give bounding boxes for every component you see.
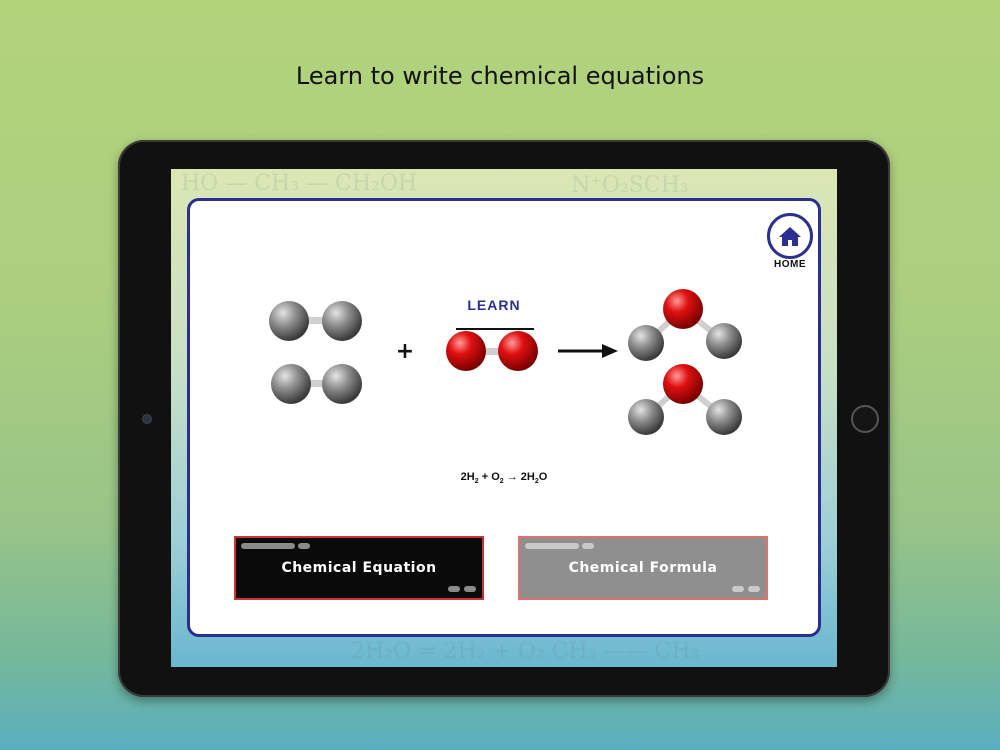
tablet-camera <box>142 414 152 424</box>
decorative-bar <box>241 543 295 549</box>
reaction-illustration: + <box>269 289 742 435</box>
tablet-frame: HO — CH₃ — CH₂OH N⁺O₂SCH₃ 2H₂O ⇌ 2H₂ + O… <box>118 140 890 697</box>
decorative-bar <box>748 586 760 592</box>
home-button[interactable] <box>767 213 813 259</box>
decorative-bar <box>448 586 460 592</box>
decorative-bar <box>582 543 594 549</box>
section-title: LEARN <box>467 297 521 313</box>
water-molecule <box>628 289 742 361</box>
chemical-formula-button[interactable]: Chemical Formula <box>518 536 768 600</box>
decorative-bar <box>732 586 744 592</box>
title-underline <box>456 328 534 330</box>
water-molecule <box>628 364 742 435</box>
right-arrow-icon <box>558 344 618 358</box>
chemical-formula-label: Chemical Formula <box>568 560 718 576</box>
hydrogen-molecule <box>271 364 362 404</box>
background-decoration: N⁺O₂SCH₃ <box>571 173 689 198</box>
plus-sign: + <box>396 339 414 364</box>
tablet-home-hardware-button <box>851 405 879 433</box>
chemical-equation-button[interactable]: Chemical Equation <box>234 536 484 600</box>
headline: Learn to write chemical equations <box>295 62 705 90</box>
oxygen-molecule <box>446 331 538 371</box>
home-label: HOME <box>774 259 806 270</box>
background-decoration: HO — CH₃ — CH₂OH <box>181 171 418 196</box>
home-icon <box>779 227 801 246</box>
learn-panel: HOME LEARN <box>187 198 821 637</box>
background-decoration: 2H₂O ⇌ 2H₂ + O₂ CH₃ —— CH₃ <box>351 639 700 664</box>
decorative-bar <box>525 543 579 549</box>
decorative-bar <box>464 586 476 592</box>
chemical-equation-text: 2H2 + O2 → 2H2O <box>460 471 548 486</box>
decorative-bar <box>298 543 310 549</box>
app-screen: HO — CH₃ — CH₂OH N⁺O₂SCH₃ 2H₂O ⇌ 2H₂ + O… <box>171 169 837 667</box>
chemical-equation-label: Chemical Equation <box>281 560 437 576</box>
hydrogen-molecule <box>269 301 362 341</box>
